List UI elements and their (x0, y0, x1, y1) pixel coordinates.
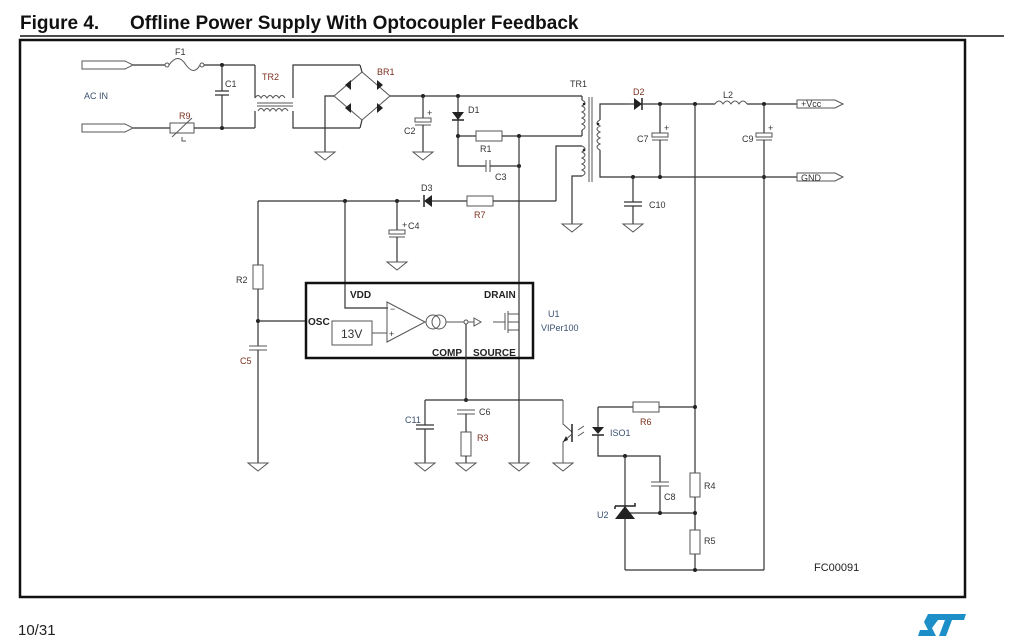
capacitor-C9: + (755, 104, 773, 570)
label-D3: D3 (421, 183, 433, 193)
mosfet-icon (493, 311, 509, 333)
resistor-R3 (454, 414, 478, 472)
resistor-R4 (689, 472, 701, 498)
label-F1: F1 (175, 47, 186, 57)
capacitor-C2: + (411, 96, 435, 161)
label-R2: R2 (236, 275, 248, 285)
gnd-label: GND (801, 173, 822, 183)
capacitor-C3 (485, 160, 519, 172)
vcc-output-terminal[interactable]: +Vcc (796, 99, 845, 109)
figure-frame (18, 38, 967, 599)
resistor-R1 (458, 130, 582, 142)
resistor-R7 (466, 195, 556, 207)
label-C11: C11 (405, 415, 421, 425)
ac-in-terminal-top (81, 60, 135, 70)
label-C5: C5 (240, 356, 252, 366)
pin-comp-label: COMP (432, 348, 462, 359)
label-C1: C1 (225, 79, 237, 89)
label-C9: C9 (742, 134, 754, 144)
opamp-icon (386, 301, 427, 343)
pin-drain-label: DRAIN (484, 290, 516, 301)
label-C6: C6 (479, 407, 491, 417)
pin-source-label: SOURCE (473, 348, 516, 359)
label-U1-part: VIPer100 (541, 323, 579, 333)
pin-vdd-label: VDD (350, 290, 371, 301)
svg-text:+: + (389, 329, 394, 339)
label-R1: R1 (480, 144, 492, 154)
diode-D3 (423, 195, 467, 207)
reference-voltage: 13V (341, 327, 362, 341)
label-C8: C8 (664, 492, 676, 502)
svg-text:+: + (402, 220, 407, 230)
capacitor-C6 (457, 409, 475, 415)
label-R7: R7 (474, 210, 486, 220)
svg-text:−: − (390, 304, 395, 314)
pin-osc-label: OSC (308, 317, 330, 328)
resistor-R2 (252, 201, 264, 346)
label-R6: R6 (640, 417, 652, 427)
label-R4: R4 (704, 481, 716, 491)
label-C10: C10 (649, 200, 666, 210)
label-C4: C4 (408, 221, 420, 231)
gnd-output-terminal[interactable]: GND (796, 172, 845, 183)
label-TR2: TR2 (262, 72, 279, 82)
capacitor-C7: + (651, 104, 669, 177)
diode-D2 (626, 98, 715, 110)
label-C7: C7 (637, 134, 649, 144)
bridge-rectifier-BR1 (324, 64, 391, 152)
label-U1: U1 (548, 309, 560, 319)
thermistor-R9 (169, 117, 195, 142)
fuse-F1 (164, 58, 205, 71)
figure-code: FC00091 (814, 562, 859, 574)
ground-symbol (313, 151, 337, 161)
transformer-TR2 (254, 64, 360, 129)
shunt-regulator-U2 (614, 456, 695, 570)
ic-U1-viper100: VDD DRAIN OSC COMP SOURCE 13V − + (304, 281, 535, 360)
capacitor-C10 (621, 177, 645, 233)
optocoupler-ISO1 (551, 400, 661, 482)
label-C2: C2 (404, 126, 416, 136)
capacitor-C8 (651, 481, 669, 513)
resistor-R6 (598, 401, 695, 413)
ground-symbol-source (507, 462, 531, 472)
svg-text:+: + (664, 123, 669, 133)
label-U2: U2 (597, 510, 609, 520)
label-D2: D2 (633, 87, 645, 97)
vcc-label: +Vcc (801, 99, 822, 109)
page-number: 10/31 (18, 622, 56, 639)
label-R5: R5 (704, 536, 716, 546)
svg-text:+: + (427, 108, 432, 118)
svg-text:+: + (768, 123, 773, 133)
label-TR1: TR1 (570, 79, 587, 89)
st-logo-icon (918, 614, 966, 636)
ac-in-label: AC IN (84, 91, 108, 101)
label-ISO1: ISO1 (610, 428, 631, 438)
label-R9: R9 (179, 111, 191, 121)
figure-title: Figure 4. Offline Power Supply With Optoc… (20, 13, 579, 35)
label-L2: L2 (723, 90, 733, 100)
label-D1: D1 (468, 105, 480, 115)
ac-in-terminal-bottom (81, 123, 135, 133)
label-R3: R3 (477, 433, 489, 443)
figure-number: Figure 4. (20, 13, 100, 34)
label-C3: C3 (495, 172, 507, 182)
current-source-icon (425, 314, 441, 330)
capacitor-C1 (215, 65, 229, 128)
capacitor-C5 (246, 345, 270, 472)
capacitor-C11 (413, 400, 437, 472)
resistor-R5 (689, 529, 701, 555)
figure-caption: Offline Power Supply With Optocoupler Fe… (130, 13, 579, 34)
label-BR1: BR1 (377, 67, 395, 77)
transformer-TR1 (555, 96, 760, 233)
inductor-L2 (714, 100, 797, 105)
capacitor-C4: + (385, 201, 409, 271)
